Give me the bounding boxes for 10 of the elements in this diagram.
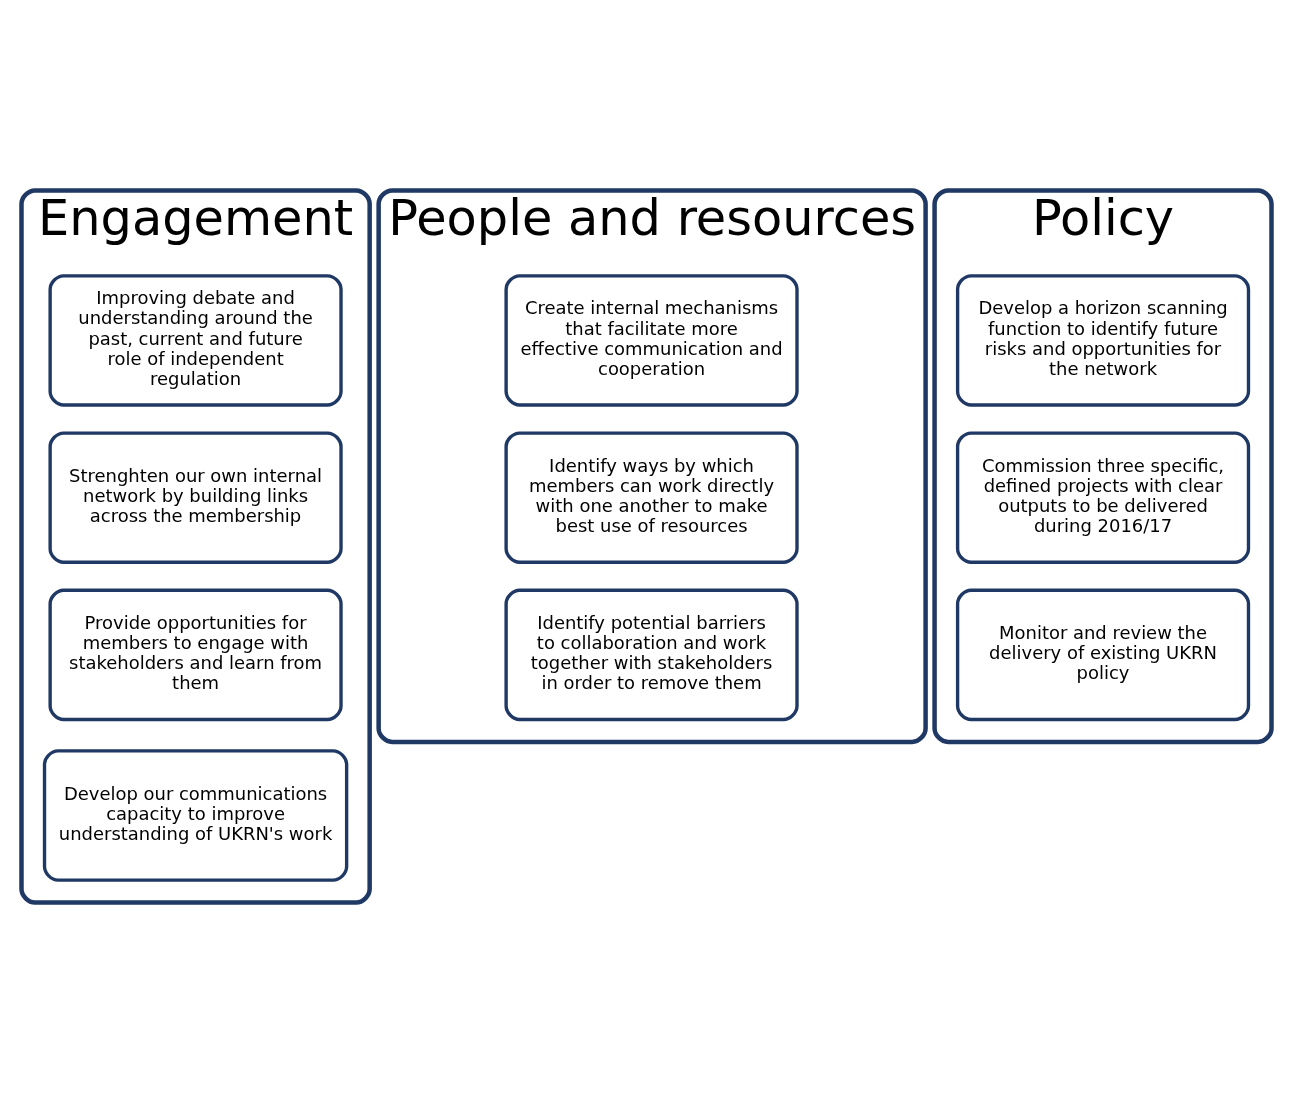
node-box: Monitor and review the delivery of existing UKRN policy <box>955 588 1251 722</box>
node-box: Commission three specific, defined projects with clear outputs to be delivered during 2016/17 <box>955 431 1251 564</box>
node-box: Strenghten our own internal network by building links across the membership <box>48 431 343 564</box>
node-box: Identify ways by which members can work directly with one another to make best use of resources <box>504 431 799 564</box>
node-box: Improving debate and understanding around the past, current and future role of independent regulation <box>48 274 343 407</box>
node-box: Develop a horizon scanning function to identify future risks and opportunities for the network <box>955 274 1251 407</box>
node-box: Develop our communications capacity to improve understanding of UKRN's work <box>42 749 349 882</box>
node-box: Identify potential barriers to collaboration and work together with stakeholders in order to remove them <box>504 588 799 722</box>
node-box: Provide opportunities for members to engage with stakeholders and learn from them <box>48 588 343 722</box>
node-box: Create internal mechanisms that facilitate more effective communication and cooperation <box>504 274 799 407</box>
